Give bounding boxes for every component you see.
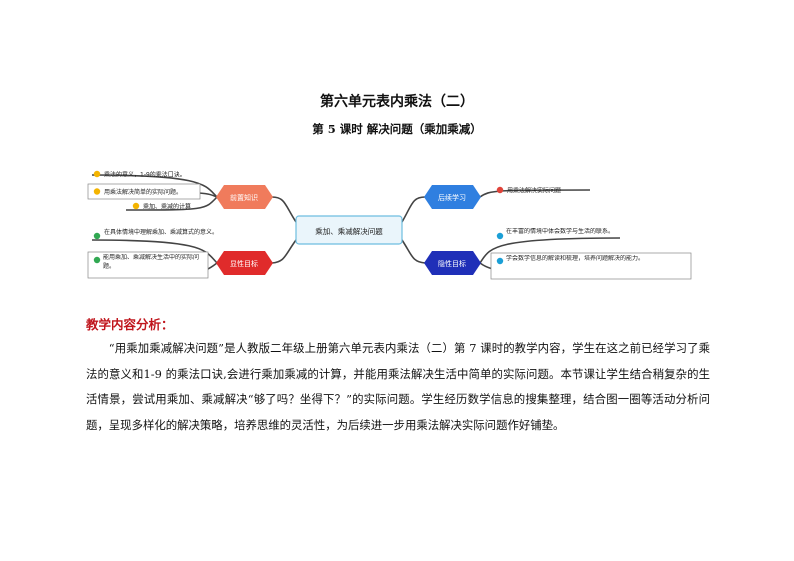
connector-explicit-1 xyxy=(91,239,218,264)
explicit-item-2-text: 能用乘加、乘减解决生活中的实际问题。 xyxy=(103,254,200,270)
explicit-item-1: 在具体情境中理解乘加、乘减算式的意义。 xyxy=(93,228,218,240)
connector-prior-1 xyxy=(91,174,218,198)
implicit-item-1: 在丰富的情境中体会数学与生活的联系。 xyxy=(496,228,615,240)
plus-circle-icon xyxy=(496,186,504,194)
svg-text:乘加、乘减的计算: 乘加、乘减的计算 xyxy=(143,203,191,211)
smile-icon xyxy=(93,170,101,178)
smile-icon xyxy=(132,202,140,210)
center-node: 乘加、乘减解决问题 xyxy=(295,215,403,245)
implicit-item-2: 学会数学信息的解读和梳理，培养问题解决的能力。 xyxy=(490,252,692,280)
prior-item-3: 乘加、乘减的计算 xyxy=(132,202,191,211)
followup-item-1: 用乘法解决实际问题 xyxy=(496,186,561,195)
section-heading: 教学内容分析： xyxy=(86,317,174,332)
connector-center-implicit xyxy=(401,239,426,264)
connector-prior-3 xyxy=(125,196,218,211)
branch-explicit-node: 显性目标 xyxy=(216,251,273,275)
document-title: 第六单元表内乘法（二） xyxy=(320,94,474,110)
check-circle-icon xyxy=(93,232,101,240)
explicit-item-2: 能用乘加、乘减解决生活中的实际问题。 xyxy=(87,251,209,279)
pin-icon xyxy=(496,232,504,240)
connector-center-explicit xyxy=(271,239,297,264)
center-node-label: 乘加、乘减解决问题 xyxy=(315,226,383,236)
prior-item-2: 用乘法解决简单的实际问题。 xyxy=(87,183,201,200)
connector-implicit-1 xyxy=(479,237,621,264)
branch-implicit-node: 隐性目标 xyxy=(424,251,481,275)
svg-text:乘法的意义，1-9的乘法口诀。: 乘法的意义，1-9的乘法口诀。 xyxy=(104,171,186,179)
analysis-paragraph: “用乘加乘减解决问题”是人教版二年级上册第六单元表内乘法（二）第 7 课时的教学… xyxy=(86,341,710,432)
branch-explicit-label: 显性目标 xyxy=(230,259,258,268)
branch-prior-node: 前置知识 xyxy=(216,185,273,209)
branch-followup-label: 后续学习 xyxy=(438,193,466,202)
svg-text:在具体情境中理解乘加、乘减算式的意义。: 在具体情境中理解乘加、乘减算式的意义。 xyxy=(104,228,218,236)
mind-map: 乘加、乘减解决问题 前置知识 显性目标 后续学习 隐性目标 乘法的意义，1-9的… xyxy=(87,170,692,280)
explicit-item-1-text: 在具体情境中理解乘加、乘减算式的意义。 xyxy=(104,228,218,236)
document-subtitle: 第 5 课时 解决问题（乘加乘减） xyxy=(312,122,482,136)
prior-item-1: 乘法的意义，1-9的乘法口诀。 xyxy=(93,170,186,179)
branch-followup-node: 后续学习 xyxy=(424,185,481,209)
connector-center-prior xyxy=(271,196,297,223)
implicit-item-1-text: 在丰富的情境中体会数学与生活的联系。 xyxy=(506,228,615,235)
svg-text:用乘法解决实际问题: 用乘法解决实际问题 xyxy=(507,187,561,195)
implicit-item-2-text: 学会数学信息的解读和梳理，培养问题解决的能力。 xyxy=(506,255,645,262)
branch-prior-label: 前置知识 xyxy=(230,193,258,202)
check-circle-icon xyxy=(93,256,101,264)
svg-text:用乘法解决简单的实际问题。: 用乘法解决简单的实际问题。 xyxy=(104,188,182,196)
connector-center-followup xyxy=(401,196,426,223)
smile-icon xyxy=(93,188,101,195)
branch-implicit-label: 隐性目标 xyxy=(438,259,466,268)
connector-followup-1 xyxy=(479,189,591,198)
pin-icon xyxy=(496,257,504,265)
